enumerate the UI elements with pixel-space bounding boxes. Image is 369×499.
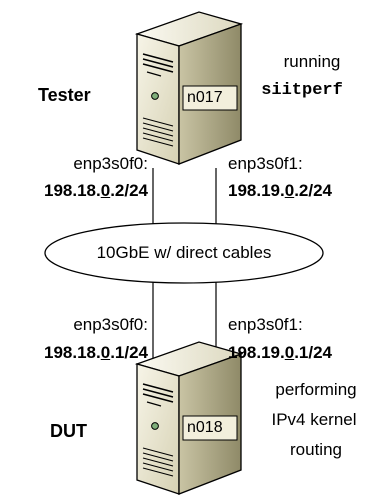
tester-server-icon (136, 11, 242, 165)
link-label: 10GbE w/ direct cables (96, 243, 272, 262)
dut-note-line3: routing (290, 440, 342, 459)
dut-role-label: DUT (50, 421, 87, 441)
tester-right-ip-address: 198.19.0.2/24 (228, 181, 333, 200)
tester-left-ip-address: 198.18.0.2/24 (43, 181, 148, 200)
tester-role-label: Tester (38, 85, 91, 105)
dut-right-ip-address: 198.19.0.1/24 (228, 343, 333, 362)
tester-note-line2: siitperf (261, 81, 343, 100)
dut-left-interface-label: enp3s0f0: (73, 315, 148, 334)
dut-left-ip-address: 198.18.0.1/24 (43, 343, 148, 362)
tester-note-line1: running (283, 52, 341, 71)
tester-left-interface-label: enp3s0f0: (73, 154, 148, 173)
dut-node-label: n018 (187, 419, 223, 436)
dut-note-line1: performing (275, 380, 357, 399)
dut-server-icon (136, 341, 242, 495)
tester-right-interface-label: enp3s0f1: (228, 154, 303, 173)
tester-node-label: n017 (187, 89, 223, 106)
dut-right-interface-label: enp3s0f1: (228, 315, 303, 334)
link-ellipse (44, 222, 324, 284)
dut-note-line2: IPv4 kernel (271, 410, 357, 429)
